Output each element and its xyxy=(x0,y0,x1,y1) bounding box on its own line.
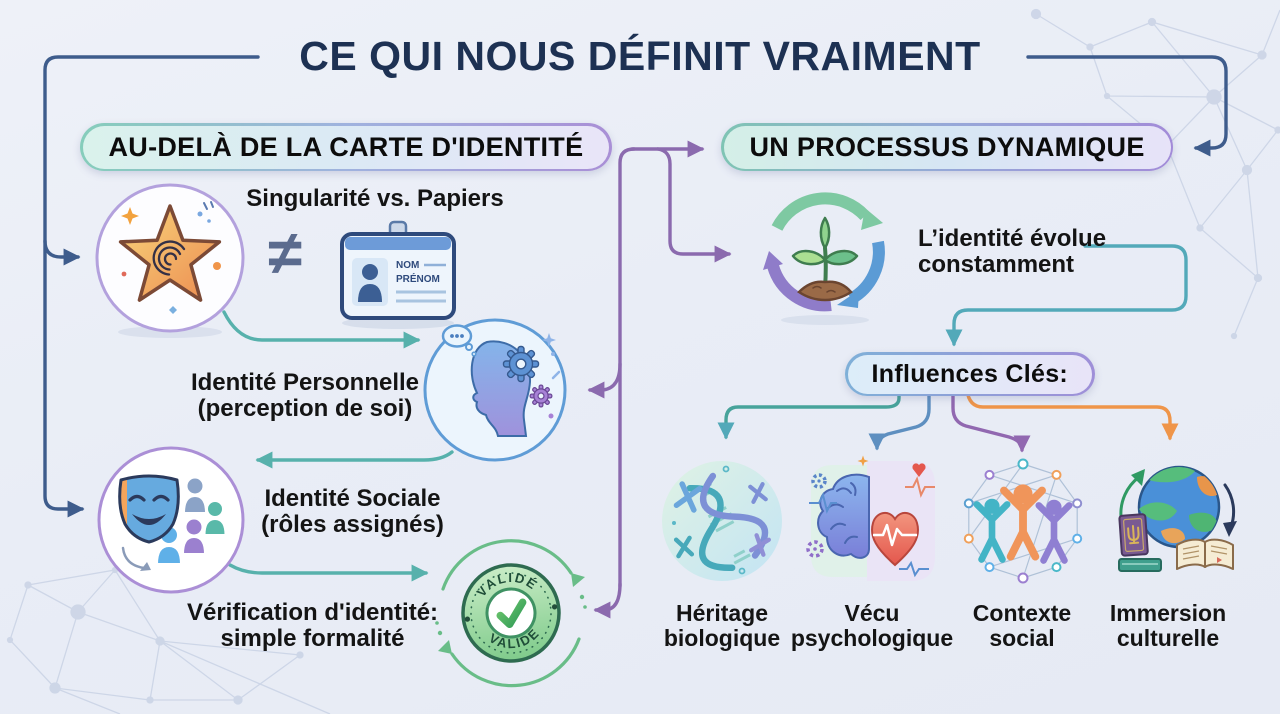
flat-book-icon xyxy=(1118,558,1162,572)
personal-identity-line1: Identité Personnelle xyxy=(190,369,420,396)
verification-line1: Vérification d'identité: xyxy=(186,599,439,626)
mini-gear-icon xyxy=(806,473,827,558)
evolution-line1: L’identité évolue xyxy=(918,225,1107,252)
plant-icon xyxy=(791,216,859,302)
arrow-influence-biology xyxy=(717,390,901,440)
singularity-label: Singularité vs. Papiers xyxy=(246,185,504,212)
influence-biology-line2: biologique xyxy=(663,625,781,652)
influence-psychology-line2: psychologique xyxy=(790,625,954,652)
valide-stamp-icon: VALIDÉ VALIDÉ xyxy=(435,539,587,688)
theater-mask-icon xyxy=(118,474,180,544)
influence-label-psychology: Vécu psychologique xyxy=(782,600,962,652)
verification-label: Vérification d'identité: simple formalit… xyxy=(175,599,450,653)
arrow-head-to-mask xyxy=(255,450,454,469)
network-decoration-bottom-left xyxy=(6,566,331,714)
arrow-trunk-to-head xyxy=(587,362,622,399)
personal-identity-line2: (perception de soi) xyxy=(197,395,413,423)
mini-heart-icon xyxy=(912,463,926,477)
open-book-icon xyxy=(1176,538,1234,570)
influence-label-biology: Héritage biologique xyxy=(632,600,812,652)
arrow-trunk-to-cycle xyxy=(656,147,732,263)
social-identity-line2: (rôles assignés) xyxy=(261,511,444,539)
growth-cycle-icon xyxy=(763,192,885,325)
influence-biology-line1: Héritage xyxy=(675,600,769,626)
brain-heart-icon xyxy=(806,455,935,581)
stamp-inner: VALIDÉ VALIDÉ xyxy=(461,563,561,663)
influence-psychology-line1: Vécu xyxy=(844,600,900,626)
sparkle-icon xyxy=(121,207,139,225)
connector-purple-trunk xyxy=(618,147,636,588)
network-nodes xyxy=(963,458,1083,584)
right-section-header-label: UN PROCESSUS DYNAMIQUE xyxy=(723,125,1171,169)
swap-arrow-icon xyxy=(121,546,146,570)
personal-identity-label: Identité Personnelle (perception de soi) xyxy=(180,369,430,423)
star-fingerprint-icon xyxy=(95,183,245,338)
speech-bubble-icon xyxy=(441,324,477,357)
influences-header: Influences Clés: xyxy=(845,352,1095,396)
person-silhouette-icon xyxy=(362,264,378,280)
left-section-header-label: AU-DELÀ DE LA CARTE D'IDENTITÉ xyxy=(82,125,610,169)
sparkle-icon xyxy=(542,333,556,347)
right-section-header: UN PROCESSUS DYNAMIQUE xyxy=(721,123,1174,171)
page-title: CE QUI NOUS DÉFINIT VRAIMENT xyxy=(299,33,981,79)
id-card-prenom-label: PRÉNOM xyxy=(396,272,440,285)
influence-label-culture: Immersion culturelle xyxy=(1078,600,1258,652)
masks-people-icon xyxy=(97,446,245,594)
chromosome-icons xyxy=(673,481,771,559)
influence-culture-line1: Immersion xyxy=(1109,600,1227,626)
globe-books-icon xyxy=(1118,465,1237,572)
arrow-influence-social xyxy=(951,390,1031,453)
id-card-nom-label: NOM xyxy=(396,260,419,271)
dna-icon xyxy=(662,461,782,581)
head-gears-icon xyxy=(423,318,567,462)
people-network-icon xyxy=(963,458,1083,584)
verification-line2: simple formalité xyxy=(220,625,405,653)
arrow-trunk-to-stamp xyxy=(593,582,622,619)
people-figures xyxy=(973,484,1073,564)
gear-icon xyxy=(502,345,540,383)
social-identity-line1: Identité Sociale xyxy=(264,485,441,512)
influence-social-line2: social xyxy=(989,625,1055,652)
arrow-mask-to-stamp xyxy=(228,563,429,582)
globe-icon xyxy=(1119,465,1237,549)
influence-social-line1: Contexte xyxy=(972,600,1072,626)
connector-branch-to-star xyxy=(43,239,81,266)
checkmark-icon xyxy=(496,598,527,629)
influences-header-label: Influences Clés: xyxy=(847,354,1093,394)
social-identity-label: Identité Sociale (rôles assignés) xyxy=(230,485,475,539)
fingerprint-icon xyxy=(152,240,186,276)
cycle-arrows-icon xyxy=(441,539,581,688)
arrow-evolution-to-influences xyxy=(945,244,1188,347)
id-card-icon: NOM PRÉNOM xyxy=(340,220,456,329)
book-stack-icon xyxy=(1118,513,1149,557)
influence-culture-line2: culturelle xyxy=(1116,625,1220,652)
network-decoration-top-right xyxy=(1030,8,1280,340)
left-section-header: AU-DELÀ DE LA CARTE D'IDENTITÉ xyxy=(80,123,612,171)
evolution-label: L’identité évolue constamment xyxy=(918,225,1128,279)
evolution-line2: constamment xyxy=(918,251,1075,279)
not-equal-symbol: ≠ xyxy=(267,219,303,288)
small-gear-icon xyxy=(529,384,553,408)
arrow-influence-culture xyxy=(965,388,1179,441)
influence-label-social: Contexte social xyxy=(932,600,1112,652)
connector-title-to-right-header xyxy=(1026,55,1228,157)
arrow-influence-psychology xyxy=(868,390,931,451)
arrow-star-to-head xyxy=(222,310,421,349)
connector-title-to-left-column xyxy=(43,55,260,518)
